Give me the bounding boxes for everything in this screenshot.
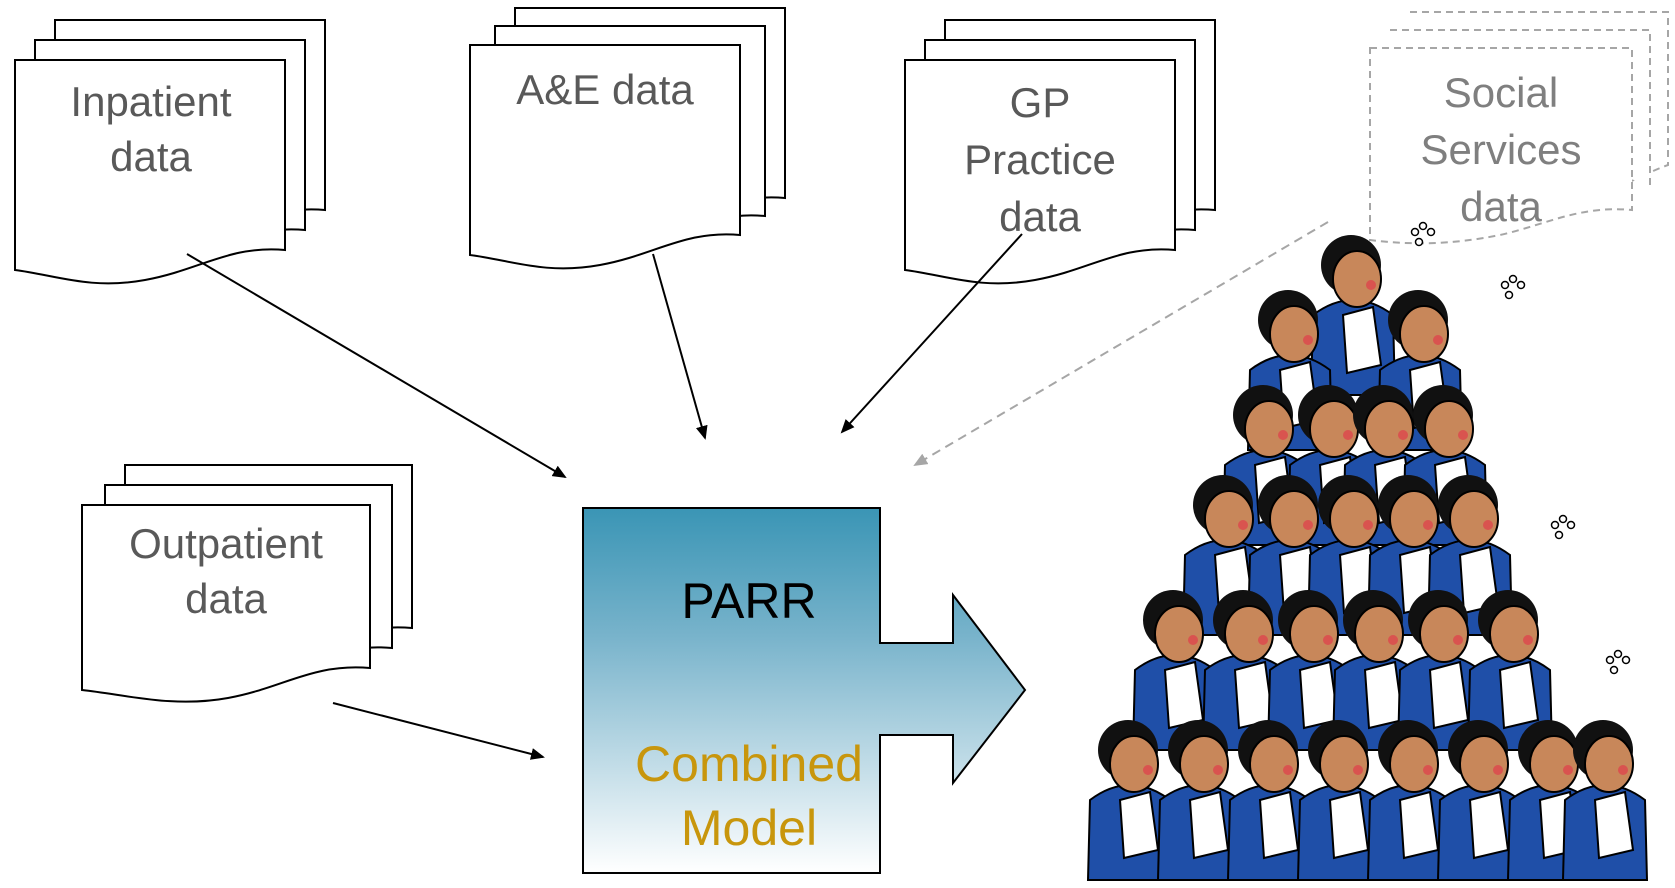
person-figure (1561, 720, 1649, 881)
person-figure (1181, 475, 1269, 636)
sneeze-bubble (1605, 655, 1615, 665)
sneeze-bubble (1558, 514, 1568, 524)
person-figure (1366, 720, 1454, 881)
arrow-ae-to-model (652, 253, 708, 440)
inpatient-label: Inpatient data (70, 78, 232, 180)
ae-label: A&E data (516, 66, 694, 113)
person-figure (1309, 235, 1397, 396)
person-figure (1156, 720, 1244, 881)
sneeze-bubble (1504, 290, 1514, 300)
people-crowd-icon (1086, 221, 1649, 881)
outpatient-document-stack-icon (81, 464, 413, 703)
sneeze-bubble (1426, 227, 1436, 237)
outpatient-label: Outpatient data (129, 520, 323, 622)
arrow-inpatient-to-model (186, 253, 567, 479)
arrow-outpatient-to-model (332, 702, 545, 760)
social-label: Social Services data (1420, 69, 1582, 230)
sneeze-bubble (1566, 520, 1576, 530)
sneeze-bubble (1508, 274, 1518, 284)
sneeze-bubble (1554, 530, 1564, 540)
arrow-gp-to-model (840, 233, 1023, 434)
sneeze-bubble (1609, 665, 1619, 675)
sneeze-bubble (1500, 280, 1510, 290)
flow-arrows (186, 233, 1023, 760)
social-document-stack-icon (1369, 11, 1669, 245)
sneeze-bubble (1621, 655, 1631, 665)
inpatient-document-stack-icon (14, 19, 326, 285)
sneeze-bubble (1613, 649, 1623, 659)
gp-label: GP Practice data (964, 79, 1116, 240)
sneeze-bubble (1414, 237, 1424, 247)
sneeze-bubble (1516, 280, 1526, 290)
person-figure (1296, 720, 1384, 881)
person-figure (1201, 590, 1289, 751)
ae-document-stack-icon (469, 7, 786, 270)
sneeze-bubble (1410, 227, 1420, 237)
model-subtitle: Combined Model (635, 736, 863, 856)
model-title: PARR (681, 573, 817, 629)
arrow-social-to-model (913, 221, 1329, 467)
person-figure (1086, 720, 1174, 881)
person-figure (1226, 720, 1314, 881)
gp-document-stack-icon (904, 19, 1216, 285)
parr-model-block (582, 507, 1027, 874)
sneeze-bubble (1418, 221, 1428, 231)
sneeze-bubble (1550, 520, 1560, 530)
person-figure (1436, 720, 1524, 881)
